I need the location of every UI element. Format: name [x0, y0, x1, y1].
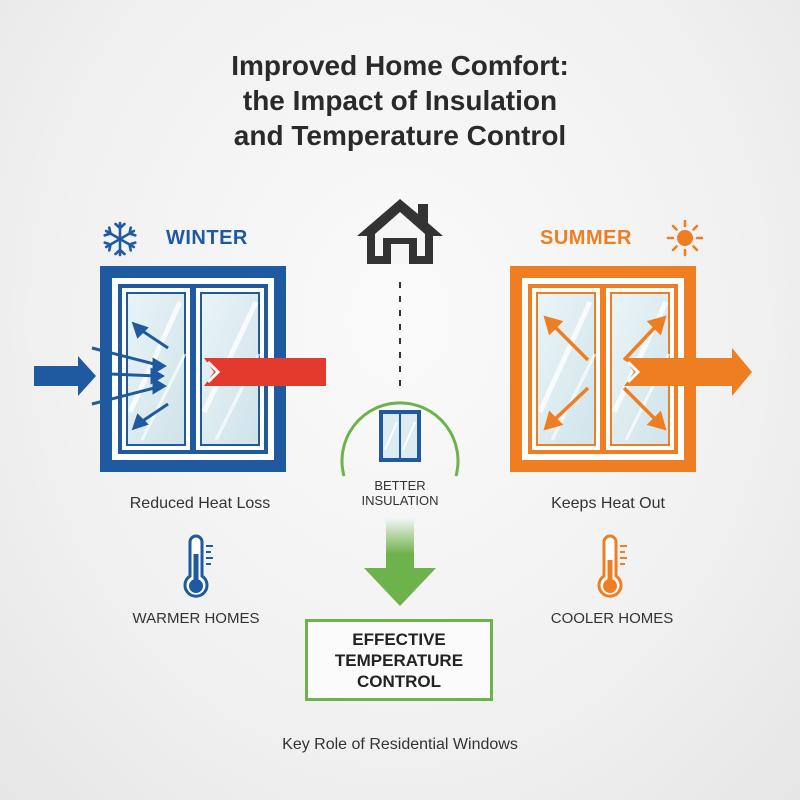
insulation-emblem — [340, 401, 460, 477]
cooler-homes-label: COOLER HOMES — [550, 610, 674, 627]
winter-label: WINTER — [166, 227, 248, 249]
footer-caption: Key Role of Residential Windows — [282, 736, 518, 753]
effective-temperature-control-box: EFFECTIVE TEMPERATURE CONTROL — [305, 619, 493, 701]
title-line-2: the Impact of Insulation — [242, 85, 558, 116]
sun-icon — [666, 219, 704, 257]
better-insulation-line-1: BETTER — [374, 478, 426, 493]
summer-window — [510, 266, 752, 472]
dashed-connector — [399, 282, 401, 390]
etc-line-2: TEMPERATURE — [334, 650, 464, 670]
winter-window — [34, 266, 326, 472]
reduced-heat-loss-caption: Reduced Heat Loss — [129, 495, 271, 512]
warmer-homes-label: WARMER HOMES — [132, 610, 260, 627]
thermometer-icon-blue — [183, 534, 213, 598]
keeps-heat-out-caption: Keeps Heat Out — [551, 495, 665, 512]
house-icon — [357, 199, 443, 264]
title-line-3: and Temperature Control — [233, 120, 567, 151]
better-insulation-label: BETTER INSULATION — [340, 478, 460, 508]
etc-line-1: EFFECTIVE — [352, 629, 446, 649]
etc-line-3: CONTROL — [356, 671, 442, 691]
title-line-1: Improved Home Comfort: — [231, 50, 569, 81]
better-insulation-line-2: INSULATION — [361, 493, 439, 508]
page-title: Improved Home Comfort: the Impact of Ins… — [0, 48, 800, 153]
green-down-arrow — [364, 518, 436, 606]
snowflake-icon — [102, 221, 138, 257]
summer-label: SUMMER — [540, 227, 632, 249]
thermometer-icon-orange — [597, 534, 627, 598]
